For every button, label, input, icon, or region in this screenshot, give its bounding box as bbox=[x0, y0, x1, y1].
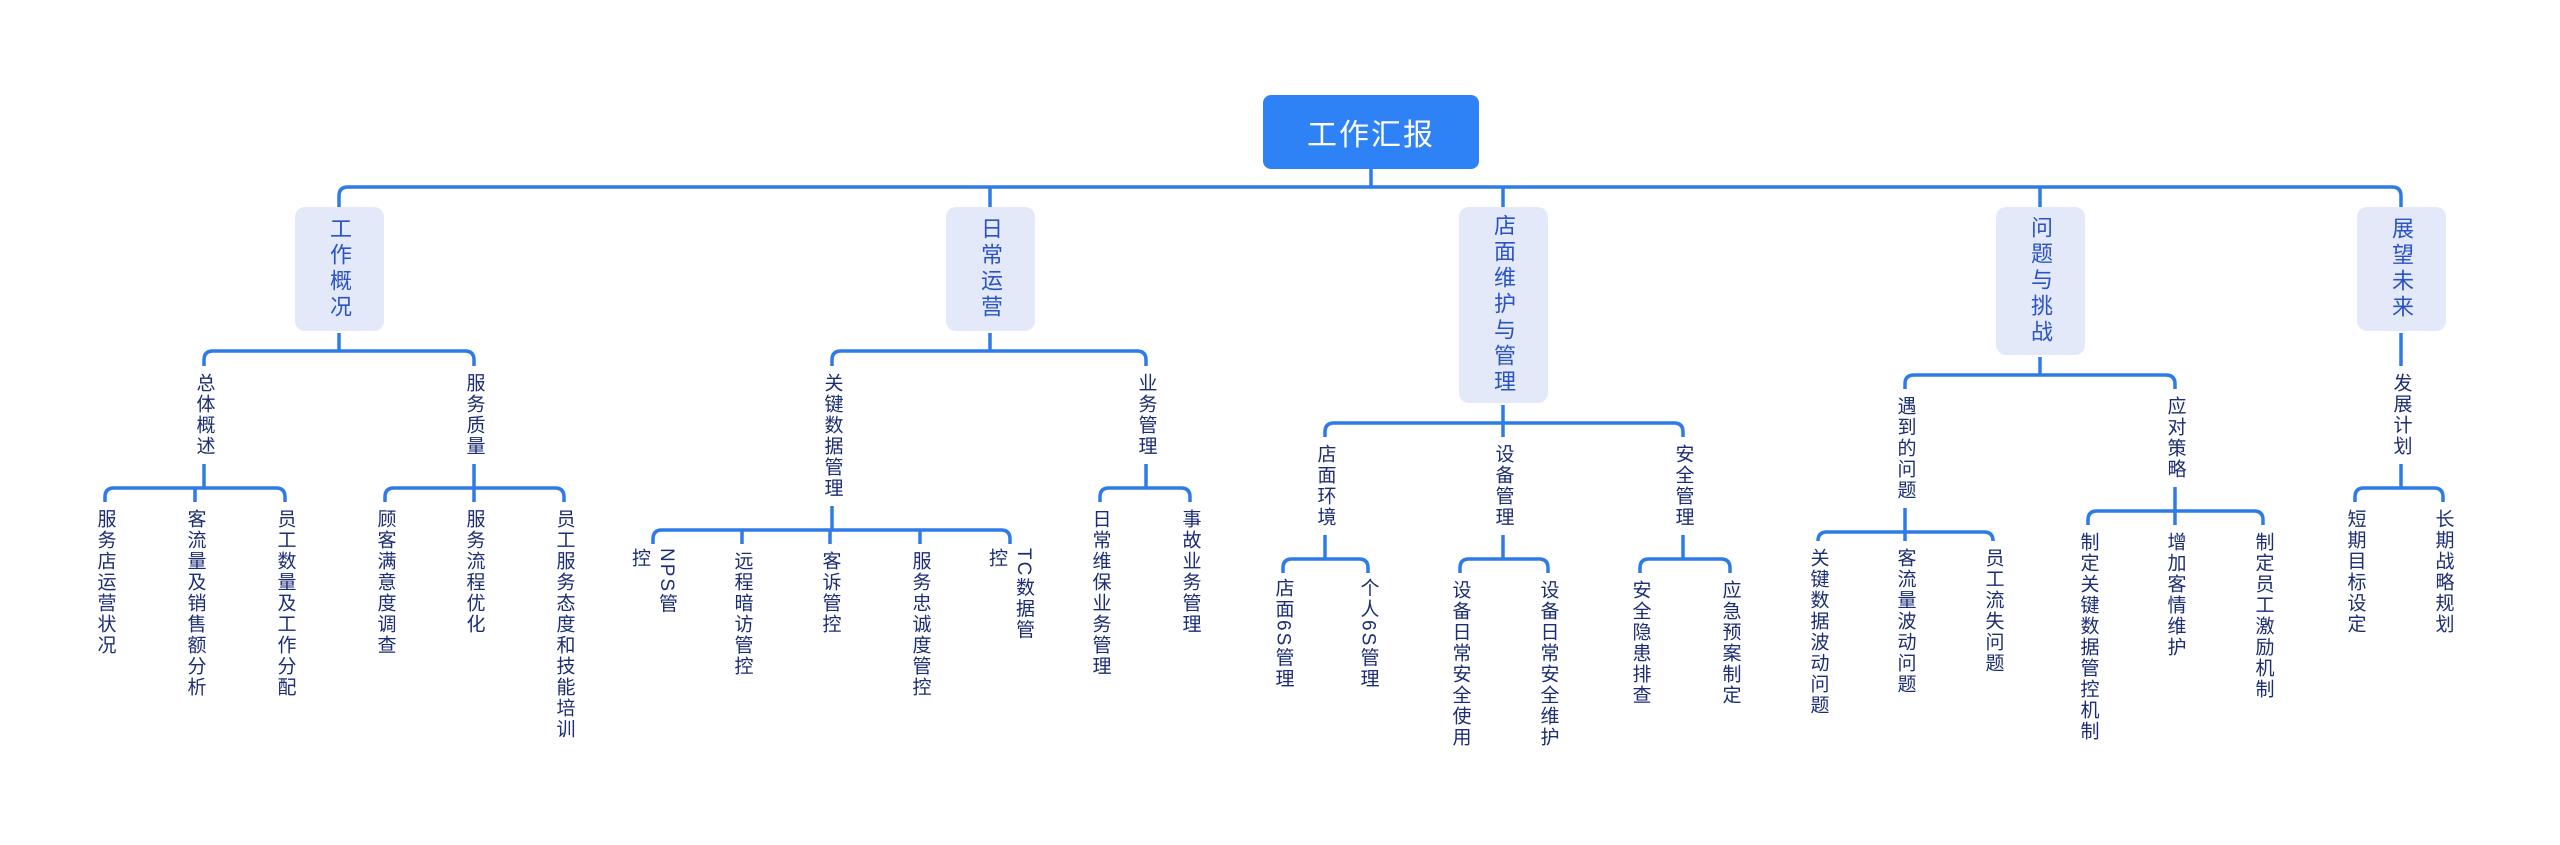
connector-development-plan bbox=[2353, 464, 2445, 502]
node-short-term-goals[interactable]: 短期目标设定 bbox=[2344, 509, 2366, 635]
connector-overall-summary bbox=[103, 464, 287, 502]
node-future-outlook[interactable]: 展望未来 bbox=[2356, 207, 2446, 331]
node-equipment-daily-safe-maintenance[interactable]: 设备日常安全维护 bbox=[1537, 580, 1559, 748]
connector-store-maintenance-management bbox=[1323, 405, 1685, 437]
node-key-data-fluctuation[interactable]: 关键数据波动问题 bbox=[1807, 548, 1829, 716]
node-store-operation-status[interactable]: 服务店运营状况 bbox=[94, 509, 116, 656]
node-emergency-plan[interactable]: 应急预案制定 bbox=[1719, 580, 1741, 706]
node-accident-business[interactable]: 事故业务管理 bbox=[1179, 509, 1201, 635]
connector-work-overview bbox=[202, 333, 476, 366]
node-service-process-optimization[interactable]: 服务流程优化 bbox=[463, 509, 485, 635]
node-complaint-control[interactable]: 客诉管控 bbox=[819, 551, 841, 635]
connector-key-data-management bbox=[651, 506, 1012, 544]
node-customer-satisfaction-survey[interactable]: 顾客满意度调查 bbox=[374, 509, 396, 656]
node-work-overview[interactable]: 工作概况 bbox=[294, 207, 384, 331]
node-work-report[interactable]: 工作汇报 bbox=[1263, 95, 1479, 169]
node-loyalty-control[interactable]: 服务忠诚度管控 bbox=[909, 551, 931, 698]
node-problems-challenges[interactable]: 问题与挑战 bbox=[1995, 207, 2085, 355]
node-staff-turnover[interactable]: 员工流失问题 bbox=[1982, 548, 2004, 674]
node-daily-operations[interactable]: 日常运营 bbox=[945, 207, 1035, 331]
node-safety-management[interactable]: 安全管理 bbox=[1672, 444, 1694, 528]
node-equipment-daily-safe-use[interactable]: 设备日常安全使用 bbox=[1449, 580, 1471, 748]
node-tc-data-control[interactable]: TC数据管控 bbox=[986, 548, 1034, 641]
node-staff-count-allocation[interactable]: 员工数量及工作分配 bbox=[274, 509, 296, 698]
connector-work-report bbox=[337, 169, 2403, 208]
node-store-environment[interactable]: 店面环境 bbox=[1314, 444, 1336, 528]
node-store-6s[interactable]: 店面6S管理 bbox=[1272, 577, 1294, 690]
connector-service-quality bbox=[383, 464, 566, 502]
connector-equipment-management bbox=[1458, 535, 1550, 573]
connector-daily-operations bbox=[830, 333, 1148, 366]
node-traffic-sales-analysis[interactable]: 客流量及销售额分析 bbox=[184, 509, 206, 698]
node-staff-service-training[interactable]: 员工服务态度和技能培训 bbox=[553, 509, 575, 740]
connector-store-environment bbox=[1281, 535, 1370, 573]
node-traffic-fluctuation[interactable]: 客流量波动问题 bbox=[1894, 548, 1916, 695]
node-equipment-management[interactable]: 设备管理 bbox=[1492, 444, 1514, 528]
node-long-term-strategy[interactable]: 长期战略规划 bbox=[2432, 509, 2454, 635]
node-key-data-management[interactable]: 关键数据管理 bbox=[821, 373, 843, 499]
node-daily-maintenance-business[interactable]: 日常维保业务管理 bbox=[1089, 509, 1111, 677]
connector-business-management bbox=[1098, 464, 1192, 502]
node-staff-incentive-mechanism[interactable]: 制定员工激励机制 bbox=[2252, 532, 2274, 700]
connector-safety-management bbox=[1638, 535, 1732, 573]
node-customer-relation-maintenance[interactable]: 增加客情维护 bbox=[2164, 532, 2186, 658]
node-key-data-control-mechanism[interactable]: 制定关键数据管控机制 bbox=[2077, 532, 2099, 742]
connector-response-strategies bbox=[2086, 487, 2265, 525]
node-hazard-inspection[interactable]: 安全隐患排查 bbox=[1629, 580, 1651, 706]
node-service-quality[interactable]: 服务质量 bbox=[463, 373, 485, 457]
node-personal-6s[interactable]: 个人6S管理 bbox=[1357, 577, 1379, 690]
node-problems-encountered[interactable]: 遇到的问题 bbox=[1894, 396, 1916, 501]
node-business-management[interactable]: 业务管理 bbox=[1135, 373, 1157, 457]
node-remote-visit-control[interactable]: 远程暗访管控 bbox=[731, 551, 753, 677]
node-overall-summary[interactable]: 总体概述 bbox=[193, 373, 215, 457]
node-development-plan[interactable]: 发展计划 bbox=[2390, 373, 2412, 457]
connector-problems-challenges bbox=[1903, 357, 2177, 389]
node-response-strategies[interactable]: 应对策略 bbox=[2164, 396, 2186, 480]
node-nps-control[interactable]: NPS管控 bbox=[629, 548, 677, 615]
node-store-maintenance-management[interactable]: 店面维护与管理 bbox=[1458, 207, 1548, 403]
connector-problems-encountered bbox=[1816, 508, 1995, 542]
